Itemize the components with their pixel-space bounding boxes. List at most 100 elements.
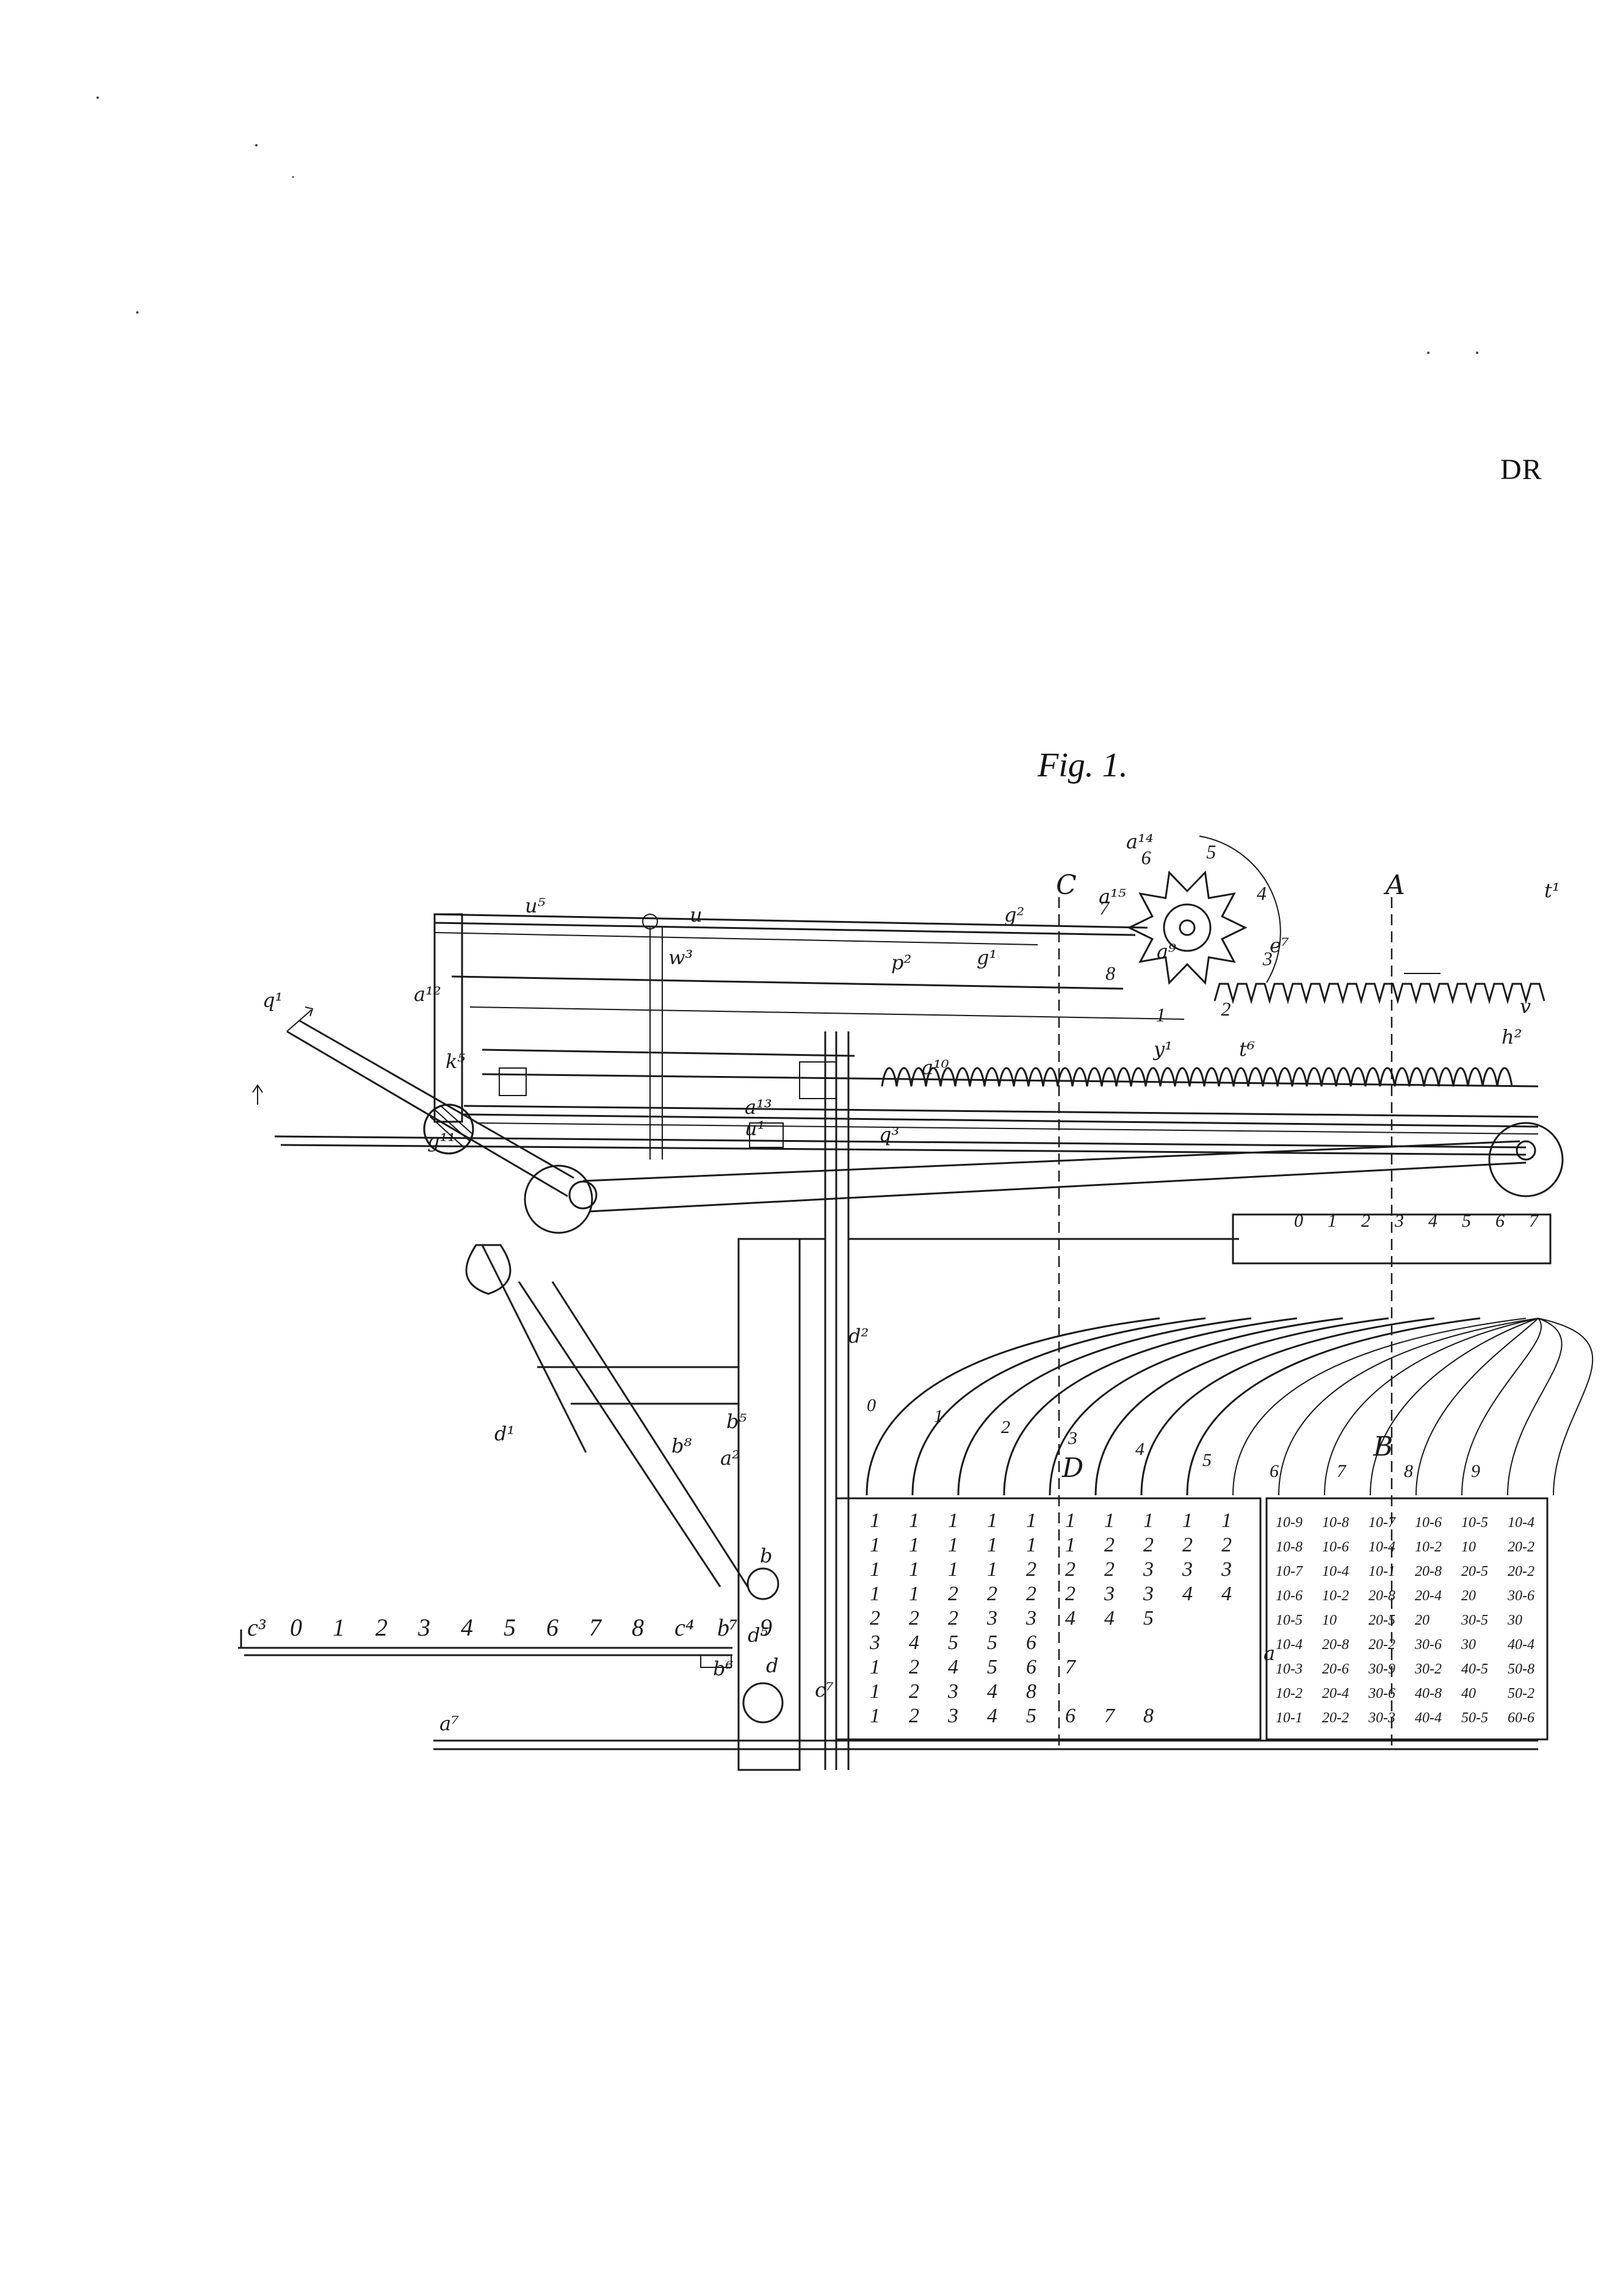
table-right-cell: 10-7 xyxy=(1276,1564,1303,1579)
table-left-cell: 3 xyxy=(1025,1607,1036,1630)
selector-curve xyxy=(1278,1318,1539,1496)
table-left-cell: 2 xyxy=(1104,1534,1115,1556)
selector-curve xyxy=(1003,1317,1298,1496)
section-lines xyxy=(1058,897,1393,1745)
part-label: q³ xyxy=(879,1123,899,1146)
part-label: t⁶ xyxy=(1239,1038,1255,1061)
table-left-cell: 2 xyxy=(1026,1583,1036,1605)
table-right-cell: 40-4 xyxy=(1415,1710,1442,1726)
part-label: a¹⁰ xyxy=(922,1056,949,1079)
table-right-cell: 10-2 xyxy=(1322,1588,1349,1604)
table-left-cell: 1 xyxy=(870,1558,880,1581)
part-label: b⁵ xyxy=(726,1410,746,1433)
section-marker: D xyxy=(1061,1453,1083,1484)
table-left-cell: 2 xyxy=(987,1583,997,1605)
dial-number: 3 xyxy=(1262,947,1273,969)
table-left-cell: 5 xyxy=(1143,1607,1154,1630)
part-label: q¹ xyxy=(262,989,283,1012)
part-label: b⁶ xyxy=(713,1657,733,1680)
table-right-cell: 20-2 xyxy=(1322,1710,1349,1726)
table-left-cell: 1 xyxy=(909,1509,919,1532)
wheel-number: 2 xyxy=(1001,1417,1010,1437)
selector-curve xyxy=(1538,1318,1594,1496)
table-left-cell: 3 xyxy=(1143,1558,1154,1581)
fan-number: 3 xyxy=(1394,1211,1404,1231)
scale-tick: 7 xyxy=(589,1614,602,1641)
selector-curve xyxy=(1507,1318,1563,1496)
lever-system xyxy=(274,1019,1564,1587)
table-left-cell: 1 xyxy=(909,1534,919,1556)
table-left-cell: 1 xyxy=(1065,1509,1075,1532)
part-label: u⁵ xyxy=(525,894,546,917)
scale-tick: 5 xyxy=(504,1614,516,1641)
table-right-cell: 10-9 xyxy=(1276,1515,1303,1531)
table-left-cell: 4 xyxy=(1065,1607,1075,1630)
section-marker: A xyxy=(1383,870,1405,901)
part-label: d xyxy=(766,1654,778,1677)
lower-frame xyxy=(238,1213,1552,1771)
selector-curve xyxy=(1140,1317,1435,1496)
table-left-cell: 1 xyxy=(870,1656,880,1678)
table-left-cell: 7 xyxy=(1065,1656,1077,1678)
part-label: p² xyxy=(891,951,911,974)
wheel-number: 0 xyxy=(867,1395,876,1415)
table-left-cell: 1 xyxy=(870,1705,880,1727)
table-right-cell: 20-2 xyxy=(1508,1564,1534,1579)
table-left-cell: 3 xyxy=(1104,1583,1115,1605)
table-left-cell: 8 xyxy=(1143,1705,1154,1727)
wheel-number: 5 xyxy=(1202,1450,1212,1470)
scale-tick: 1 xyxy=(333,1614,345,1641)
table-right-cell: 20-2 xyxy=(1368,1637,1395,1653)
wheel-number: 6 xyxy=(1270,1461,1279,1481)
wheel-number: 3 xyxy=(1068,1428,1077,1448)
table-left-cell: 1 xyxy=(1182,1509,1193,1532)
scale-tick: 4 xyxy=(461,1614,473,1641)
selector-curve xyxy=(1186,1317,1481,1496)
part-label: k⁵ xyxy=(446,1050,465,1073)
table-right-cell: 10-2 xyxy=(1276,1686,1303,1702)
part-label: c⁷ xyxy=(815,1678,834,1702)
fan-number: 4 xyxy=(1428,1211,1437,1231)
part-label: y¹ xyxy=(1152,1038,1173,1061)
table-left-cell: 1 xyxy=(1104,1509,1115,1532)
dial-number: 8 xyxy=(1105,962,1115,984)
table-right-cell: 30-9 xyxy=(1368,1661,1395,1677)
scale-tick: c⁴ xyxy=(674,1614,694,1641)
table-left-frame xyxy=(835,1497,1262,1741)
table-right-cell: 10-4 xyxy=(1368,1539,1395,1555)
table-left-cell: 1 xyxy=(1221,1509,1232,1532)
dial-number: 2 xyxy=(1221,998,1231,1020)
selector-curve xyxy=(957,1317,1252,1496)
part-label: a¹⁴ xyxy=(1126,830,1154,853)
table-right-cell: 10-4 xyxy=(1508,1515,1534,1531)
table-left-cell: 1 xyxy=(987,1509,997,1532)
table-right-cell: 30-3 xyxy=(1368,1710,1395,1726)
table-right-cell: 20 xyxy=(1415,1612,1430,1628)
table-right-cell: 40 xyxy=(1461,1686,1476,1702)
table-left-cell: 1 xyxy=(909,1558,919,1581)
selector-curve xyxy=(911,1317,1206,1496)
table-left-cell: 1 xyxy=(1065,1534,1075,1556)
table-left-cell: 1 xyxy=(948,1534,958,1556)
toothed-rack xyxy=(1213,983,1545,1005)
part-label: a⁹ xyxy=(1157,940,1176,963)
table-right-cell: 40-5 xyxy=(1461,1661,1488,1677)
scale-tick: 0 xyxy=(290,1614,302,1641)
table-left-cell: 1 xyxy=(1143,1509,1154,1532)
table-left-cell: 3 xyxy=(947,1705,958,1727)
shaded-pivot xyxy=(423,1103,474,1155)
selector-curve xyxy=(1094,1317,1389,1496)
scale-tick: b⁷ xyxy=(717,1614,738,1641)
table-left-cell: 1 xyxy=(870,1534,880,1556)
table-right-frame xyxy=(1265,1497,1549,1741)
table-left-cell: 1 xyxy=(987,1558,997,1581)
selector-curve xyxy=(1049,1317,1343,1496)
part-label: h² xyxy=(1502,1025,1522,1049)
scale-tick: 3 xyxy=(417,1614,430,1641)
fan-number: 5 xyxy=(1462,1211,1471,1231)
